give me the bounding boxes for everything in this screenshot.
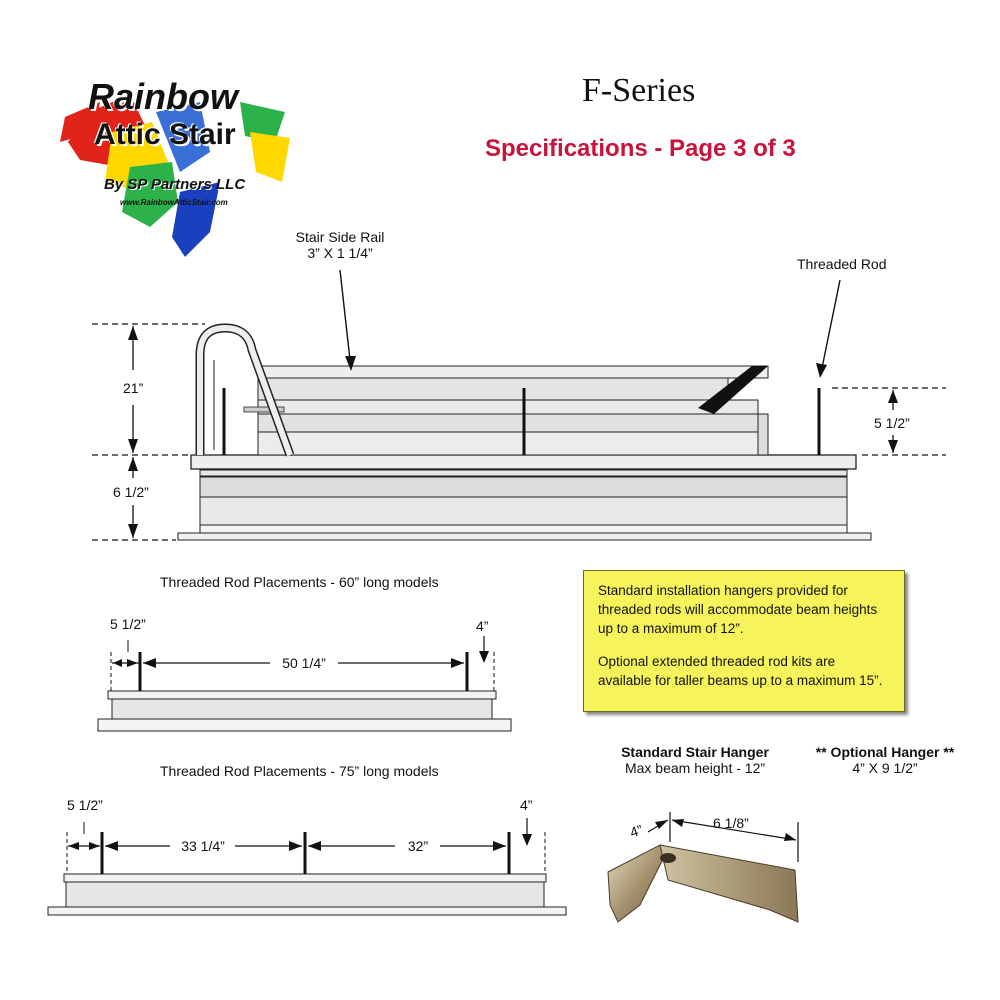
dim-frame-height: 6 1/2” [113,484,149,500]
hinge-arm [698,366,768,414]
placement-60-left-dim: 5 1/2” [110,616,146,632]
placement-75-span2: 32” [407,838,429,854]
placement-60-span: 50 1/4” [282,655,326,671]
placement-60-title: Threaded Rod Placements - 60” long model… [160,574,439,590]
hanger-long-leg [659,844,799,923]
frame-base-plate [177,532,872,541]
logo-url: www.RainbowAtticStair.com [120,198,228,207]
logo-line2: Attic Stair [94,118,236,151]
placement-60-right-dim: 4” [476,618,489,634]
page-subtitle: Specifications - Page 3 of 3 [485,135,796,162]
dim-rod-height: 5 1/2” [874,415,910,431]
placement-75-span1: 33 1/4” [181,838,225,854]
hanger-hole [660,853,676,863]
optional-hanger-sub: 4” X 9 1/2” [852,760,918,776]
placement-75-left-dim: 5 1/2” [67,797,103,813]
dim-height-21: 21” [123,380,144,396]
hanger-short-leg [607,844,666,923]
standard-hanger-sub: Max beam height - 12” [624,760,766,776]
optional-hanger-caption: ** Optional Hanger ** 4” X 9 1/2” [800,744,970,776]
placement-75-right-dim: 4” [520,797,533,813]
logo-line3: By SP Partners LLC [104,176,246,193]
series-title: F-Series [582,72,696,109]
logo-line1: Rainbow [88,76,238,117]
cross-rod [243,406,285,413]
standard-hanger-caption: Standard Stair Hanger Max beam height - … [605,744,785,776]
optional-hanger-title: ** Optional Hanger ** [815,744,955,760]
frame-molding [199,469,848,477]
placement-75-title: Threaded Rod Placements - 75” long model… [160,763,439,779]
side-rail-label: Stair Side Rail 3” X 1 1/4” [295,229,385,261]
hanger-dim-long: 6 1/8” [713,815,749,831]
note-paragraph-2: Optional extended threaded rod kits are … [598,654,883,688]
threaded-rod-label: Threaded Rod [797,256,887,272]
logo: Rainbow Attic Stair By SP Partners LLC w… [60,72,300,262]
stair-end-post [757,413,769,456]
rainbow-splash-graphic [60,94,290,257]
note-paragraph-1: Standard installation hangers provided f… [598,583,878,636]
standard-hanger-title: Standard Stair Hanger [621,744,769,760]
installation-note: Standard installation hangers provided f… [583,570,905,712]
